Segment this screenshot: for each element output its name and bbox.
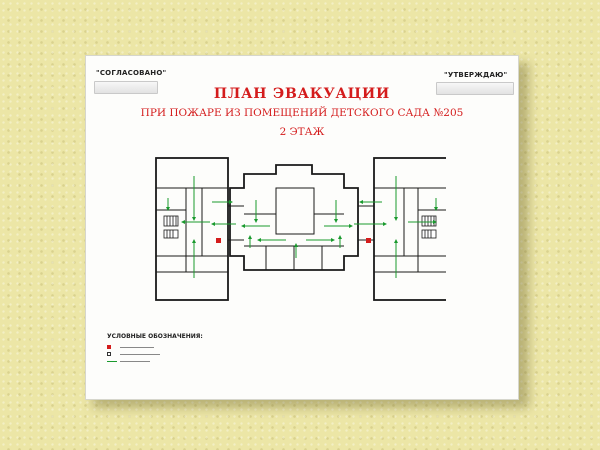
right-wing-outline bbox=[373, 157, 446, 301]
approved-label: "СОГЛАСОВАНО" bbox=[96, 69, 167, 77]
floor-plan bbox=[155, 157, 446, 301]
you-are-here-right bbox=[366, 238, 371, 243]
legend-text-line bbox=[120, 347, 154, 351]
legend-red-square-icon bbox=[107, 345, 111, 349]
plan-title: ПЛАН ЭВАКУАЦИИ bbox=[213, 86, 391, 102]
plan-subtitle: ПРИ ПОЖАРЕ ИЗ ПОМЕЩЕНИЙ ДЕТСКОГО САДА №2… bbox=[140, 107, 464, 119]
legend-green-arrow-icon bbox=[107, 361, 117, 362]
legend-outline-square-icon bbox=[107, 352, 111, 356]
central-block-outline bbox=[229, 164, 359, 271]
you-are-here-left bbox=[216, 238, 221, 243]
left-wing-outline bbox=[155, 157, 229, 301]
legend-text-line bbox=[120, 354, 160, 358]
approved-signature-pocket bbox=[94, 81, 158, 94]
evacuation-routes bbox=[166, 176, 438, 278]
floor-label: 2 ЭТАЖ bbox=[279, 126, 325, 138]
legend-title: УСЛОВНЫЕ ОБОЗНАЧЕНИЯ: bbox=[107, 333, 203, 340]
confirm-signature-pocket bbox=[436, 82, 514, 95]
legend-text-line bbox=[120, 361, 150, 365]
confirm-label: "УТВЕРЖДАЮ" bbox=[444, 71, 508, 79]
evacuation-plan-board: "СОГЛАСОВАНО" "УТВЕРЖДАЮ" ПЛАН ЭВАКУАЦИИ… bbox=[85, 55, 519, 400]
